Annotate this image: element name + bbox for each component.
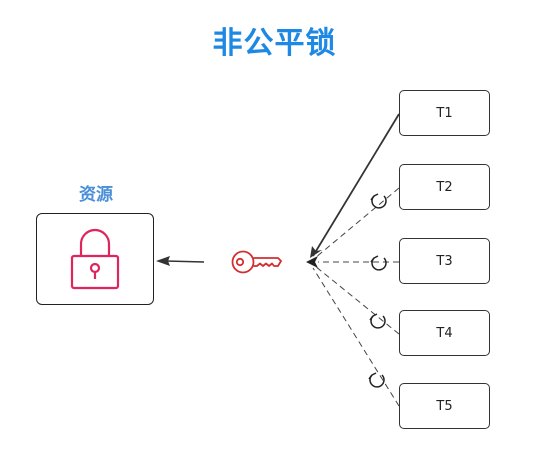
- spin-wait-icon-t5: [368, 372, 385, 388]
- spin-wait-icon-t3: [370, 255, 387, 271]
- convergence-arrowhead: [306, 256, 318, 268]
- key-to-resource-arrow: [156, 256, 205, 266]
- resource-box: [36, 213, 154, 305]
- lock-icon: [70, 228, 120, 290]
- waiting-lines: [312, 187, 400, 407]
- spin-wait-icons: [368, 193, 387, 388]
- t1-acquire-line: [312, 113, 400, 257]
- thread-box-t3: T3: [399, 238, 490, 284]
- thread-box-t2: T2: [399, 164, 490, 210]
- thread-box-t5: T5: [399, 383, 490, 429]
- diagram-title: 非公平锁: [212, 26, 337, 61]
- spin-wait-icon-t2: [370, 193, 387, 209]
- resource-label: 资源: [79, 185, 113, 205]
- spin-wait-icon-t4: [369, 313, 386, 329]
- thread-box-t1: T1: [399, 90, 490, 136]
- thread-box-t4: T4: [399, 310, 490, 356]
- key-icon: [231, 250, 282, 274]
